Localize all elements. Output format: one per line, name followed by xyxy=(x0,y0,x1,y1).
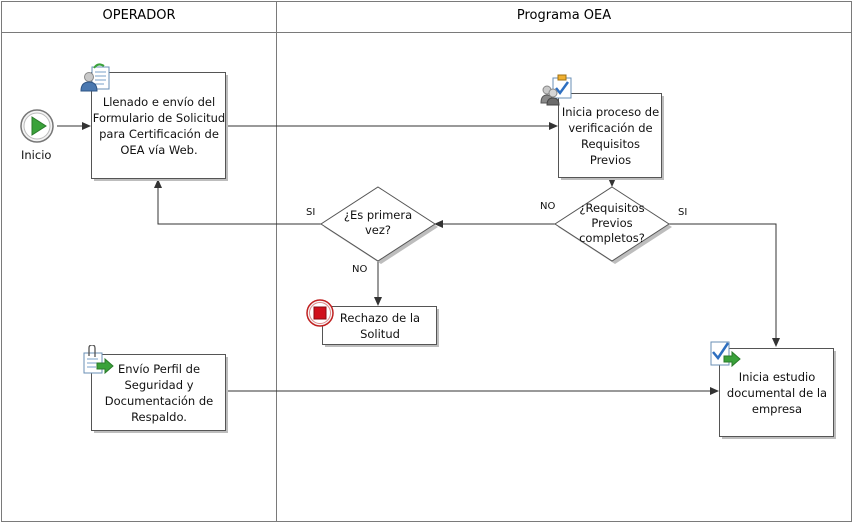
connectors xyxy=(57,122,780,395)
stop-icon xyxy=(306,299,334,327)
play-icon xyxy=(20,109,54,143)
arrow-requisitos-si-to-estudio xyxy=(668,223,780,347)
envio-perfil-text: Envío Perfil de Seguridad y Documentació… xyxy=(104,362,214,424)
start-label: Inicio xyxy=(21,148,52,162)
box-estudio xyxy=(719,348,834,437)
lane-title-programa-oea: Programa OEA xyxy=(516,8,612,23)
box-rechazo xyxy=(322,306,437,345)
box-verificacion xyxy=(558,93,662,178)
rechazo-text: Rechazo de la Solitud xyxy=(339,311,421,341)
estudio-text: Inicia estudio documental de la empresa xyxy=(726,370,828,416)
verificacion-text: Inicia proceso de verificación de Requis… xyxy=(561,105,660,167)
primera-vez-text: ¿Es primera vez? xyxy=(343,208,413,237)
process-boxes xyxy=(91,72,834,437)
diamond-primera-vez xyxy=(320,186,436,262)
user-check-icon xyxy=(540,74,572,106)
document-check-icon xyxy=(710,341,741,368)
lane-title-operador: OPERADOR xyxy=(102,8,176,23)
diamond-requisitos xyxy=(554,186,670,262)
user-form-icon xyxy=(80,63,110,92)
llenado-text: Llenado e envío del Formulario de Solici… xyxy=(92,95,226,157)
attachment-send-icon xyxy=(83,345,114,375)
requisitos-text: ¿Requisitos Previos completos? xyxy=(579,201,645,245)
label-si-primera: SI xyxy=(306,207,316,218)
label-si-requisitos: SI xyxy=(678,207,688,218)
label-no-requisitos: NO xyxy=(540,201,556,212)
arrow-primera-si-to-llenado xyxy=(154,179,321,225)
box-envio-perfil xyxy=(91,354,226,431)
box-llenado xyxy=(91,72,226,179)
label-no-primera: NO xyxy=(352,264,368,275)
